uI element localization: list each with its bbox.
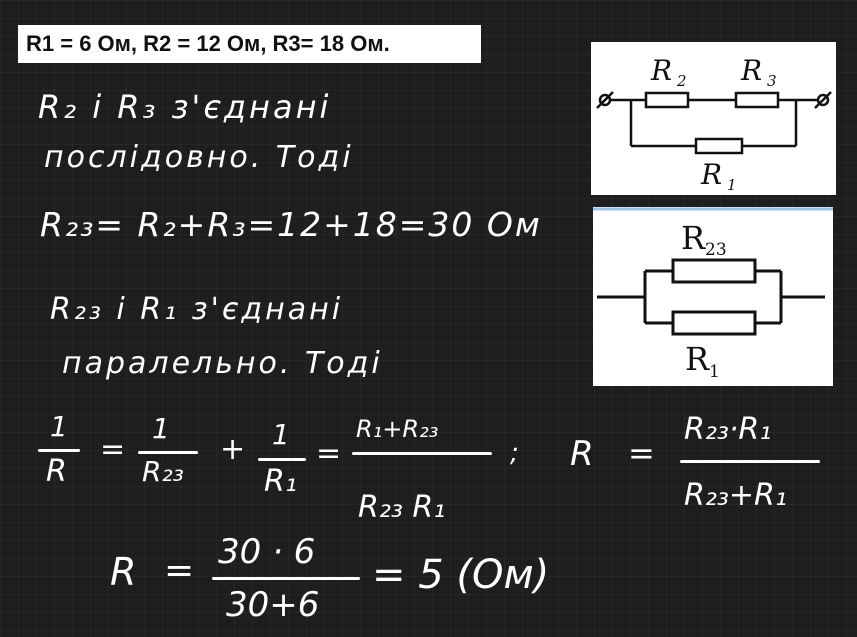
f3-eq: = — [164, 550, 195, 591]
resistor-r3 — [734, 91, 780, 109]
f1-t3-bar — [352, 452, 492, 455]
label-r2: R — [650, 54, 672, 87]
label-r1-sub: 1 — [727, 176, 737, 194]
f1-lhs-den: R — [46, 454, 67, 489]
label-r1-eq-sub: 1 — [709, 362, 720, 382]
circuit-diagram-series-parallel: R 2 R 3 R 1 — [591, 42, 836, 195]
f1-lhs-bar — [38, 449, 80, 452]
f1-eq1: = — [100, 432, 126, 467]
label-r3: R — [740, 54, 762, 87]
f3-num: 30 · 6 — [218, 532, 316, 572]
f1-t1-bar — [138, 451, 198, 454]
circuit-diagram-equivalent: R 23 R 1 — [593, 207, 833, 386]
f2-bar — [680, 460, 820, 463]
note-line-2: послідовно. Тоді — [44, 140, 354, 175]
f1-lhs-num: 1 — [50, 410, 68, 443]
note-line-1: R₂ і R₃ з'єднані — [38, 88, 332, 126]
resistor-r2 — [644, 91, 690, 109]
f1-t1-den: R₂₃ — [142, 455, 184, 488]
f3-den: 30+6 — [226, 585, 320, 625]
f1-t3-num: R₁+R₂₃ — [356, 415, 439, 443]
note-line-4: R₂₃ і R₁ з'єднані — [50, 292, 344, 327]
f1-t2-num: 1 — [272, 418, 290, 451]
f2-num: R₂₃·R₁ — [684, 412, 772, 447]
label-r1-eq: R — [685, 340, 710, 378]
f1-t3-den: R₂₃ R₁ — [358, 490, 446, 525]
note-line-5: паралельно. Тоді — [62, 346, 383, 381]
label-r23: R — [681, 219, 706, 257]
f1-t2-bar — [258, 458, 306, 461]
resistor-r1-eq — [671, 310, 757, 336]
f1-t2-den: R₁ — [264, 464, 297, 499]
f2-eq: = — [628, 434, 655, 472]
label-r23-sub: 23 — [705, 240, 727, 260]
f3-bar — [212, 577, 360, 580]
note-line-3: R₂₃= R₂+R₃=12+18=30 Ом — [40, 205, 542, 244]
label-r1: R — [700, 158, 722, 191]
label-r3-sub: 3 — [767, 72, 777, 90]
f2-lhs: R — [570, 434, 594, 474]
resistor-r23 — [671, 258, 757, 284]
f1-plus: + — [220, 432, 246, 467]
label-r2-sub: 2 — [676, 72, 687, 90]
f1-t1-num: 1 — [152, 412, 170, 445]
f1-eq2: = — [316, 436, 342, 471]
given-values-banner: R1 = 6 Ом, R2 = 12 Ом, R3= 18 Ом. — [18, 25, 481, 63]
f3-lhs: R — [110, 550, 137, 594]
f1-sep: ; — [510, 438, 519, 468]
f2-den: R₂₃+R₁ — [684, 478, 787, 513]
f3-result: = 5 (Ом) — [372, 552, 550, 598]
resistor-r1 — [694, 137, 744, 155]
